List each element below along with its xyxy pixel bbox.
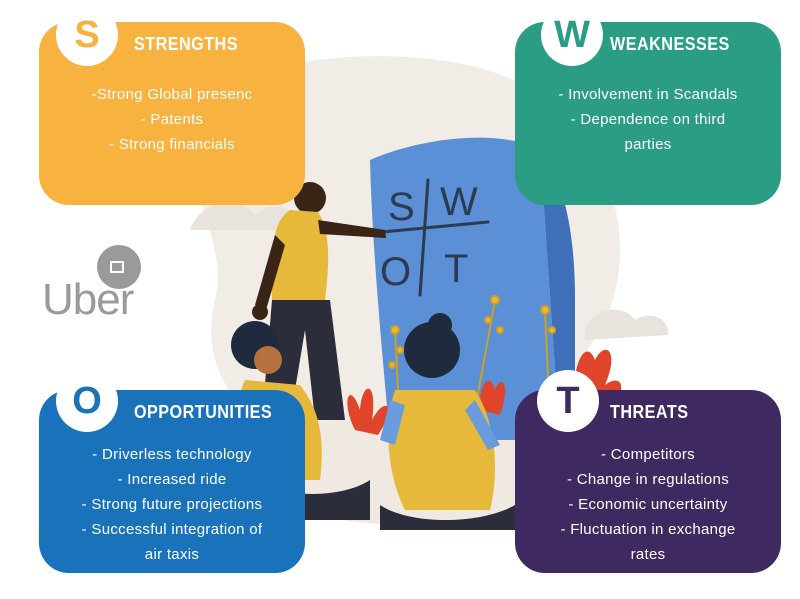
stone-letter-w: W <box>440 180 478 224</box>
threats-list: - Competitors - Change in regulations - … <box>525 442 771 567</box>
opportunities-item: - Strong future projections <box>81 496 263 513</box>
stone-letter-o: O <box>380 250 411 294</box>
uber-logo-text: Uber <box>42 275 134 324</box>
weaknesses-list: - Involvement in Scandals - Dependence o… <box>525 82 771 157</box>
strengths-item: - Patents <box>140 111 204 128</box>
threats-item: - Fluctuation in exchange <box>560 521 736 538</box>
stone-grid <box>380 178 490 297</box>
strengths-title: STRENGTHS <box>134 34 238 54</box>
strengths-badge: S <box>56 4 118 66</box>
weaknesses-item: - Involvement in Scandals <box>558 86 738 103</box>
strengths-item: - Strong financials <box>109 136 235 153</box>
cloud-right <box>585 309 669 340</box>
uber-logo-mark <box>97 245 141 289</box>
opportunities-badge: O <box>56 370 118 432</box>
threats-title: THREATS <box>610 402 689 422</box>
opportunities-list: - Driverless technology - Increased ride… <box>49 442 295 567</box>
opportunities-item: - Increased ride <box>117 471 227 488</box>
weaknesses-item: parties <box>624 136 672 153</box>
threats-item: - Change in regulations <box>567 471 729 488</box>
opportunities-title: OPPORTUNITIES <box>134 402 273 422</box>
cloud-left <box>190 203 300 230</box>
stone-letter-s: S <box>388 185 415 229</box>
strengths-item: -Strong Global presenc <box>91 86 253 103</box>
opportunities-item: - Successful integration of <box>81 521 263 538</box>
threats-item: - Competitors <box>601 446 695 463</box>
threats-item: - Economic uncertainty <box>568 496 728 513</box>
threats-badge: T <box>537 370 599 432</box>
threats-item: rates <box>630 546 666 563</box>
uber-logo: Uber <box>42 245 152 325</box>
weaknesses-item: - Dependence on third <box>570 111 726 128</box>
plant-red-mid <box>479 380 506 415</box>
plant-red-left <box>347 388 389 435</box>
stone-side <box>540 150 575 440</box>
weaknesses-badge: W <box>541 4 603 66</box>
strengths-list: -Strong Global presenc - Patents - Stron… <box>49 82 295 157</box>
stone-letter-t: T <box>444 247 468 291</box>
weaknesses-title: WEAKNESSES <box>610 34 730 54</box>
opportunities-item: - Driverless technology <box>92 446 252 463</box>
sitting-person-right <box>380 313 515 530</box>
opportunities-item: air taxis <box>144 546 200 563</box>
